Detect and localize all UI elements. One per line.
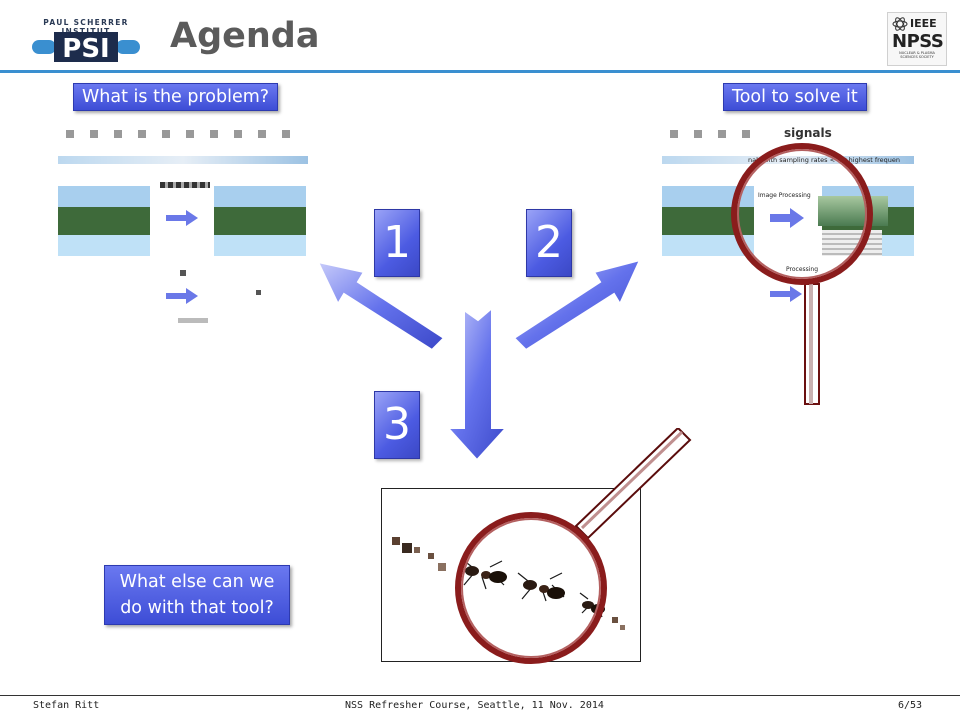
callout-what-else: What else can we do with that tool? xyxy=(104,565,290,625)
agenda-arrows xyxy=(316,258,642,462)
arrow-right-icon xyxy=(166,210,198,226)
arrow-right-icon xyxy=(166,288,198,304)
institute-name: PAUL SCHERRER INSTITUT xyxy=(43,18,129,36)
problem-thumbnail xyxy=(58,126,308,326)
footer-event: NSS Refresher Course, Seattle, 11 Nov. 2… xyxy=(345,700,604,711)
arrow-down-icon xyxy=(445,305,509,462)
magnifier-icon xyxy=(731,143,873,405)
psi-logo-mark: PSI xyxy=(32,32,140,64)
arrow-right-icon xyxy=(770,208,804,228)
arrow-up-right-icon xyxy=(512,258,642,352)
ieee-text: IEEE xyxy=(910,17,937,30)
npss-text: NPSS xyxy=(892,31,944,52)
psi-logo: PAUL SCHERRER INSTITUT PSI xyxy=(30,18,142,64)
atom-icon xyxy=(892,17,908,31)
step-1-box: 1 xyxy=(374,209,420,277)
slide-title: Agenda xyxy=(170,16,320,56)
footer-rule xyxy=(0,695,960,696)
callout-problem: What is the problem? xyxy=(73,83,279,111)
arrow-up-left-icon xyxy=(316,260,446,352)
step-3-box: 3 xyxy=(374,391,420,459)
step-2-box: 2 xyxy=(526,209,572,277)
callout-tool: Tool to solve it xyxy=(723,83,867,111)
arrow-right-icon xyxy=(770,286,802,302)
thumb-heading: signals xyxy=(784,126,832,140)
psi-letters: PSI xyxy=(62,34,109,64)
ants-picture xyxy=(392,537,625,630)
footer-author: Stefan Ritt xyxy=(33,700,100,711)
magnifier-icon xyxy=(455,428,692,664)
thumb-processing: Processing xyxy=(786,266,819,273)
thumb-image-processing: Image Processing xyxy=(758,192,811,199)
footer-page-number: 6/53 xyxy=(898,700,923,711)
header-rule xyxy=(0,70,960,73)
thumb-subline: nals with sampling rates < 2 * highest f… xyxy=(748,156,901,164)
ieee-npss-logo: IEEE NPSS NUCLEAR & PLASMA SCIENCES SOCI… xyxy=(887,12,947,66)
npss-subtitle: NUCLEAR & PLASMA SCIENCES SOCIETY xyxy=(899,51,935,59)
